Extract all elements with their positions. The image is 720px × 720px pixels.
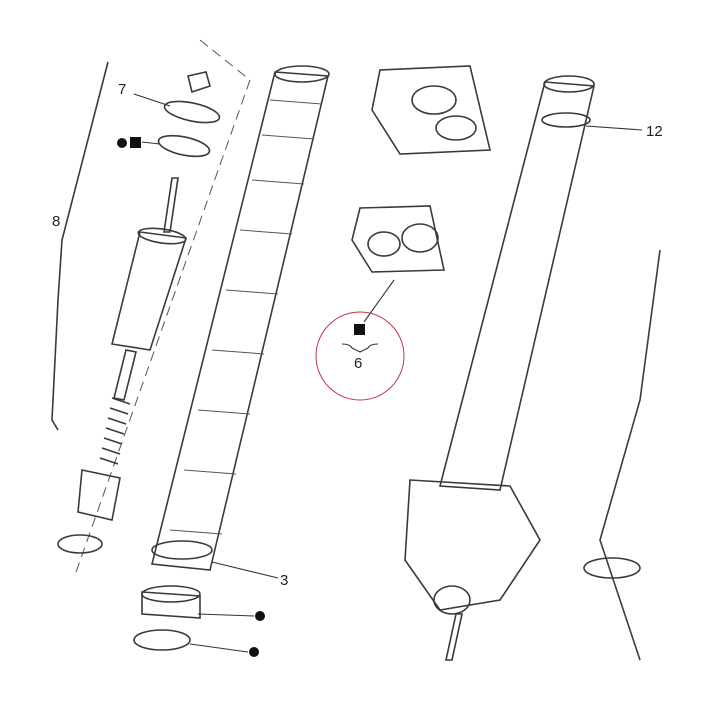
leader-ring — [189, 643, 249, 653]
leader-12 — [585, 125, 643, 131]
marker-square-6 — [354, 324, 365, 335]
label-part-3: 3 — [280, 572, 288, 589]
cartridge-cap — [137, 227, 187, 245]
clamp-pieces — [351, 65, 492, 273]
group-bracket-left — [51, 61, 109, 431]
rebound-spring — [99, 397, 131, 465]
leader-lines — [133, 93, 643, 653]
clamp-lower-seal-a — [367, 231, 401, 257]
label-part-6: 6 — [354, 355, 362, 372]
cartridge-body — [111, 231, 188, 351]
inner-tube-collar — [541, 112, 591, 128]
valve-stack — [77, 469, 121, 521]
inner-tube-top — [543, 75, 595, 93]
marker-square-top — [130, 137, 141, 148]
marker-circle-ring — [249, 647, 259, 657]
dust-seal-ring — [133, 629, 191, 651]
cartridge-shaft — [113, 349, 137, 401]
clamp-upper — [371, 65, 492, 155]
label-part-7: 7 — [118, 81, 126, 98]
kit-markers — [117, 137, 365, 657]
second-tube-edge — [599, 249, 661, 661]
outer-tube-assembly — [133, 65, 330, 651]
o-ring-lower — [157, 134, 211, 158]
damper-rod-top — [163, 177, 179, 233]
outer-tube — [151, 71, 329, 571]
axle-bolt — [445, 613, 463, 661]
highlight-callout-circle — [315, 311, 405, 401]
top-nut — [187, 71, 211, 94]
leader-7 — [133, 93, 171, 107]
label-part-8-partial: 8 — [52, 213, 60, 230]
bottom-washer — [57, 534, 103, 554]
axle-hole — [433, 585, 471, 615]
leader-sleeve — [197, 613, 255, 617]
clamp-lower — [351, 205, 445, 273]
dashed-boundary — [74, 39, 251, 576]
leader-6 — [363, 279, 395, 323]
brace-6 — [341, 343, 379, 353]
clamp-upper-seal-a — [411, 85, 457, 115]
axle-foot — [404, 479, 541, 611]
outer-tube-top — [274, 65, 330, 83]
leader-3 — [211, 561, 279, 579]
bushing-sleeve — [141, 591, 201, 619]
tube-bands — [169, 99, 323, 535]
o-ring-upper — [163, 100, 221, 124]
clamp-upper-seal-b — [435, 115, 477, 141]
marker-circle-top — [117, 138, 127, 148]
clamp-lower-seal-b — [401, 223, 439, 253]
inner-tube — [438, 81, 595, 491]
tube-bushing — [151, 540, 213, 560]
inner-tube-assembly — [404, 75, 661, 661]
marker-circle-sleeve — [255, 611, 265, 621]
damper-cartridge-assembly — [51, 39, 251, 576]
leader-marker-top — [141, 141, 161, 145]
label-part-12: 12 — [646, 123, 663, 140]
bushing-sleeve-top — [141, 585, 201, 603]
second-tube-bushing — [583, 557, 641, 579]
